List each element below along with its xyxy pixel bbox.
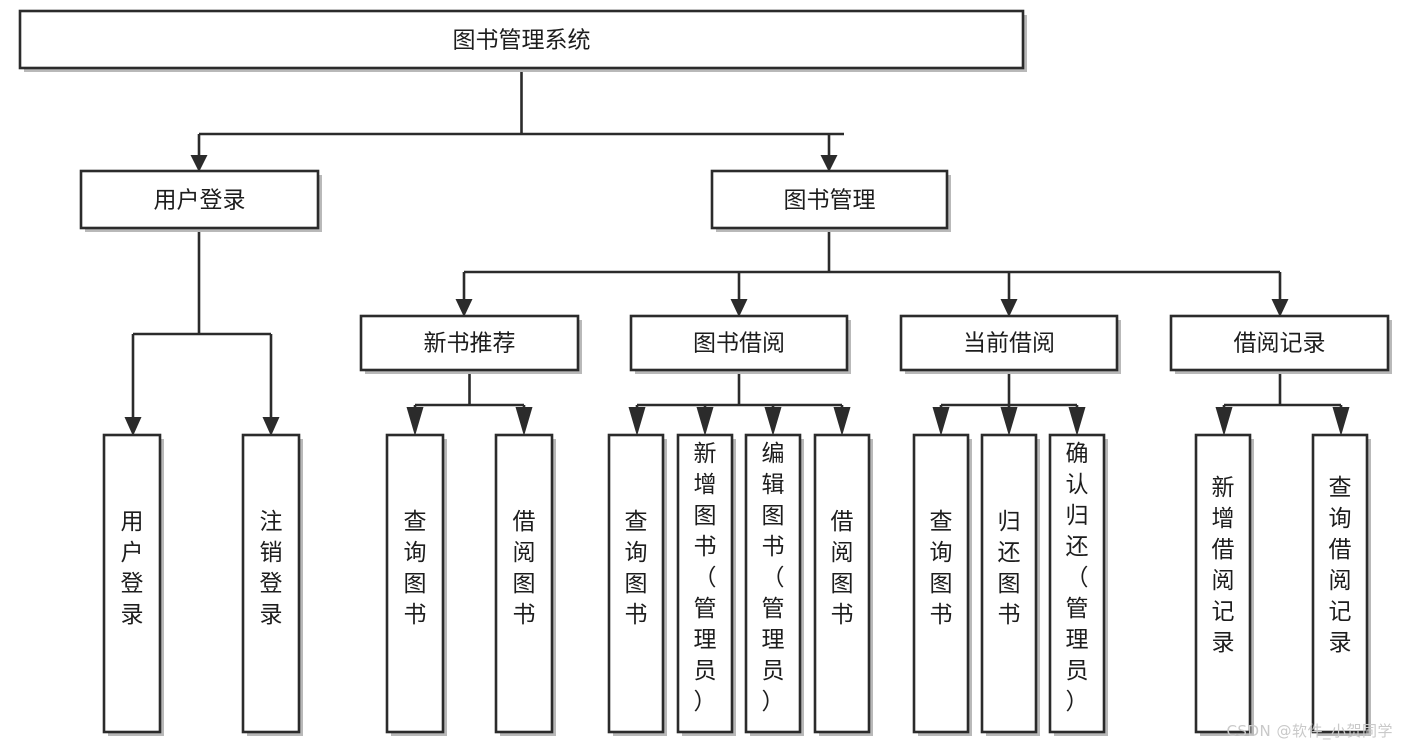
node-borrow-record-label: 借阅记录 [1234, 331, 1326, 357]
leaf-record-query[interactable]: 查询借阅记录 [1311, 433, 1371, 736]
node-book-borrow-label: 图书借阅 [693, 331, 785, 357]
connector-layer [124, 68, 1350, 436]
leaf-user-login-login[interactable]: 用户登录 [102, 433, 164, 736]
edge-bookmgmt-to-level3 [455, 232, 1289, 317]
leaf-current-query-book[interactable]: 查询图书 [912, 433, 972, 736]
csdn-watermark: CSDN @软件_小贺同学 [1226, 722, 1393, 740]
leaf-user-login-login-label: 用户登录 [121, 509, 144, 628]
edge-userlogin-to-leaves [124, 232, 280, 436]
leaf-record-add-label: 新增借阅记录 [1212, 475, 1235, 656]
leaf-current-return-book[interactable]: 归还图书 [980, 433, 1040, 736]
leaf-user-login-logout-label: 注销登录 [260, 509, 283, 628]
leaf-borrow-borrow-book[interactable]: 借阅图书 [813, 433, 873, 736]
node-root-label: 图书管理系统 [453, 28, 591, 54]
node-user-login[interactable]: 用户登录 [79, 169, 322, 232]
node-user-login-label: 用户登录 [154, 188, 246, 214]
edge-root-to-level2 [190, 68, 844, 172]
leaf-current-confirm-return-label: 确认归还（管理员） [1066, 441, 1089, 715]
leaf-new-book-query-label: 查询图书 [404, 509, 427, 628]
node-root[interactable]: 图书管理系统 [18, 9, 1027, 72]
leaf-new-book-borrow-label: 借阅图书 [513, 509, 536, 628]
leaf-borrow-borrow-book-label: 借阅图书 [831, 509, 854, 628]
leaf-new-book-query[interactable]: 查询图书 [385, 433, 447, 736]
node-book-management-label: 图书管理 [784, 188, 876, 214]
node-current-borrow[interactable]: 当前借阅 [899, 314, 1121, 374]
edge-borrowrecord-to-leaves [1215, 374, 1350, 436]
leaf-user-login-logout[interactable]: 注销登录 [241, 433, 303, 736]
leaf-borrow-query-book[interactable]: 查询图书 [607, 433, 667, 736]
leaf-record-add[interactable]: 新增借阅记录 [1194, 433, 1254, 736]
edge-newbook-to-leaves [406, 374, 533, 436]
leaf-borrow-add-book[interactable]: 新增图书（管理员） [676, 433, 736, 736]
node-new-book-recommend-label: 新书推荐 [424, 331, 516, 357]
node-borrow-record[interactable]: 借阅记录 [1169, 314, 1392, 374]
node-new-book-recommend[interactable]: 新书推荐 [359, 314, 582, 374]
leaf-current-confirm-return[interactable]: 确认归还（管理员） [1048, 433, 1108, 736]
node-book-management[interactable]: 图书管理 [710, 169, 951, 232]
edge-currentborrow-to-leaves [932, 374, 1086, 436]
leaf-new-book-borrow[interactable]: 借阅图书 [494, 433, 556, 736]
leaf-current-query-book-label: 查询图书 [930, 509, 953, 628]
leaf-borrow-add-book-label: 新增图书（管理员） [694, 441, 717, 715]
leaf-record-query-label: 查询借阅记录 [1329, 475, 1352, 656]
edge-bookborrow-to-leaves [628, 374, 851, 436]
leaf-borrow-edit-book-label: 编辑图书（管理员） [762, 441, 785, 715]
leaf-borrow-query-book-label: 查询图书 [625, 509, 648, 628]
node-book-borrow[interactable]: 图书借阅 [629, 314, 851, 374]
leaf-current-return-book-label: 归还图书 [998, 509, 1021, 628]
node-current-borrow-label: 当前借阅 [963, 331, 1055, 357]
leaf-borrow-edit-book[interactable]: 编辑图书（管理员） [744, 433, 804, 736]
